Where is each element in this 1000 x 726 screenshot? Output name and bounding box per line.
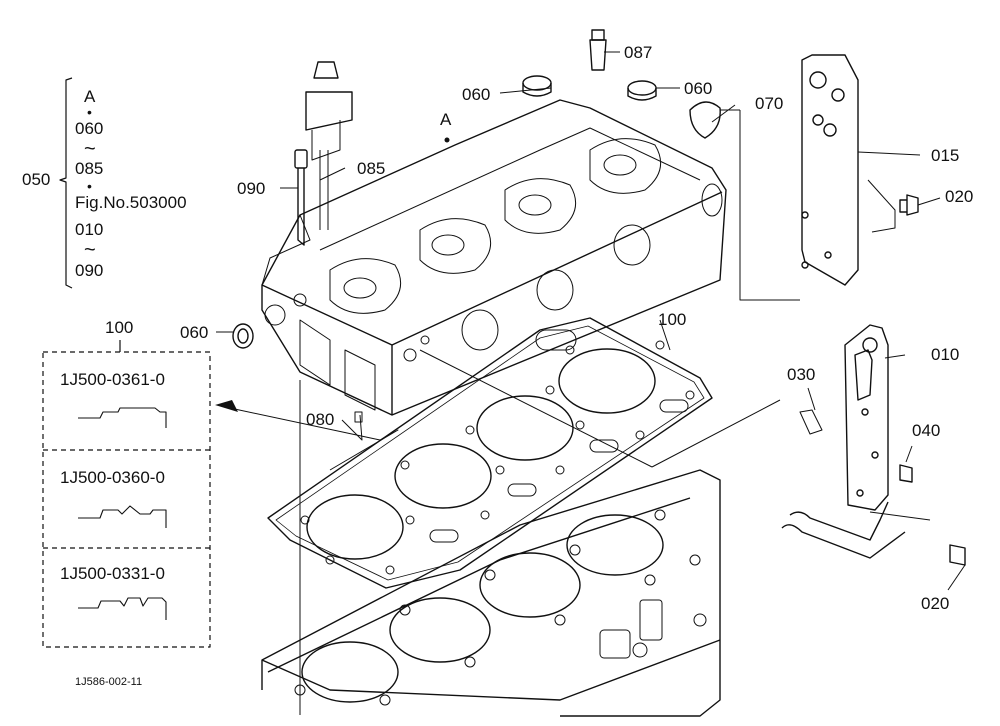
kit-marker-a: A	[84, 87, 96, 106]
callout-020-top: 020	[945, 187, 974, 206]
plate-015	[801, 54, 919, 286]
callout-090: 090	[237, 179, 266, 198]
gasket-options-box	[42, 340, 211, 648]
head-bolts	[294, 61, 353, 246]
kit-line-010: 010	[75, 220, 104, 239]
callout-010: 010	[931, 345, 960, 364]
kit-tilde-2: ~	[84, 239, 96, 261]
cylinder-block	[261, 469, 721, 717]
callout-100-gasket: 100	[658, 310, 687, 329]
kit-line-090: 090	[75, 261, 104, 280]
callout-085: 085	[357, 159, 386, 178]
kit-tilde-1: ~	[84, 138, 96, 160]
kit-bracket	[59, 77, 73, 289]
head-gasket	[267, 317, 713, 589]
callout-050: 050	[22, 170, 51, 189]
callout-015: 015	[931, 146, 960, 165]
callout-020-bottom: 020	[921, 594, 950, 613]
kit-dot-1: •	[87, 104, 92, 120]
gasket-option-part-no: 1J500-0331-0	[60, 564, 165, 583]
plate-010	[781, 324, 966, 566]
callout-060-right: 060	[684, 79, 713, 98]
callout-080: 080	[306, 410, 335, 429]
callout-060-top: 060	[462, 85, 491, 104]
gasket-option-part-no: 1J500-0361-0	[60, 370, 165, 389]
kit-fig-no: Fig.No.503000	[75, 193, 187, 212]
figure-number: 1J586-002-11	[75, 676, 143, 688]
callout-060-left: 060	[180, 323, 209, 342]
callout-030: 030	[787, 365, 816, 384]
gasket-profiles	[78, 407, 167, 620]
top-small-parts	[232, 29, 721, 423]
callout-040: 040	[912, 421, 941, 440]
leader-lines	[216, 51, 966, 715]
gasket-option-part-no: 1J500-0360-0	[60, 468, 165, 487]
kit-line-060: 060	[75, 119, 104, 138]
marker-a-head: A	[440, 110, 452, 129]
cylinder-head	[261, 99, 727, 416]
callout-100-box: 100	[105, 318, 134, 337]
kit-dot-2: •	[87, 178, 92, 194]
kit-line-085: 085	[75, 159, 104, 178]
callout-070: 070	[755, 94, 784, 113]
callout-087: 087	[624, 43, 653, 62]
